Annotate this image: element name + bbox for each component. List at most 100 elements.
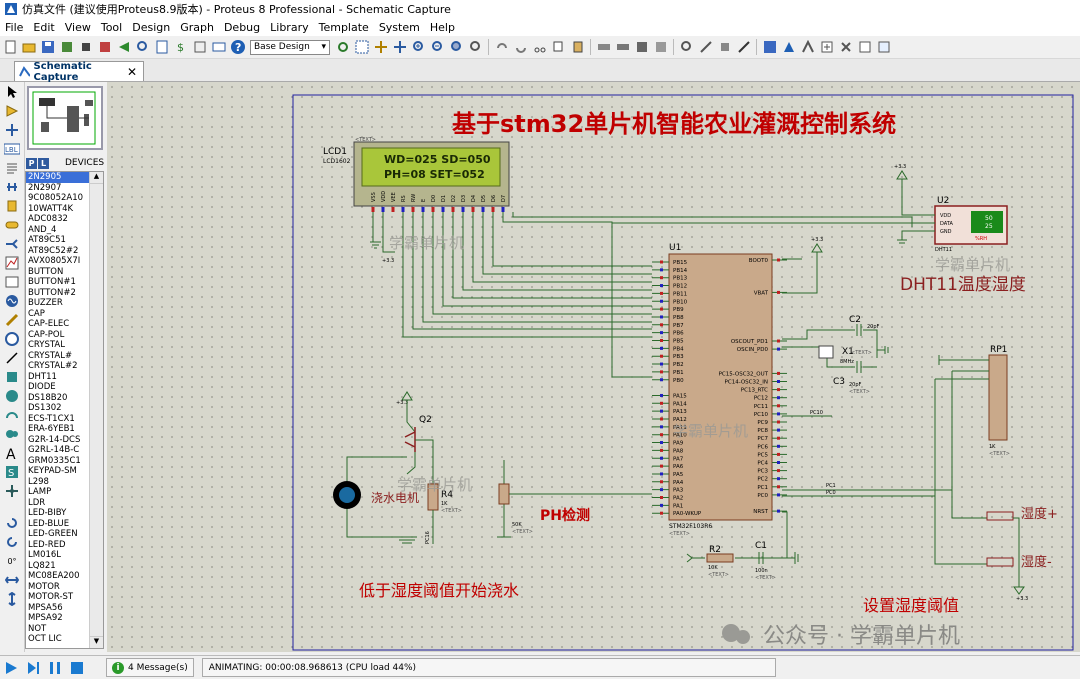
menu-graph[interactable]: Graph: [180, 20, 214, 34]
block-rotate-icon[interactable]: [633, 39, 650, 56]
device-list-item[interactable]: DIODE: [28, 382, 56, 392]
tab-schematic-capture[interactable]: Schematic Capture ✕: [14, 61, 144, 83]
search-tag-icon[interactable]: [780, 39, 797, 56]
device-list-item[interactable]: CRYSTAL#: [28, 350, 73, 361]
block-copy-icon[interactable]: [595, 39, 612, 56]
device-list-item[interactable]: ECS-T1CX1: [28, 413, 75, 424]
step-icon[interactable]: [24, 659, 42, 677]
menu-edit[interactable]: Edit: [33, 20, 55, 34]
report-icon[interactable]: [191, 39, 208, 56]
device-list-item[interactable]: 9C08052A10: [28, 193, 84, 203]
devices-scrollbar[interactable]: ▲ ▼: [89, 172, 103, 648]
decompose-icon[interactable]: [735, 39, 752, 56]
device-list-item[interactable]: LDR: [28, 497, 46, 508]
device-list-item[interactable]: LQ821: [28, 560, 56, 571]
copy-icon[interactable]: [550, 39, 567, 56]
help-icon[interactable]: ?: [229, 39, 246, 56]
device-list-item[interactable]: ERA-6YEB1: [28, 424, 75, 434]
symbol-mode-icon[interactable]: S: [2, 463, 22, 481]
new-file-icon[interactable]: [1, 39, 18, 56]
rotate-anticlockwise-icon[interactable]: [2, 533, 22, 551]
menu-file[interactable]: File: [5, 20, 24, 34]
refresh-icon[interactable]: [334, 39, 351, 56]
device-list-item[interactable]: ADC0832: [28, 214, 68, 224]
device-list-item[interactable]: 10WATT4K: [28, 203, 74, 214]
text-mode-icon[interactable]: A: [2, 444, 22, 462]
menu-system[interactable]: System: [378, 20, 420, 34]
device-list-item[interactable]: MOTOR: [28, 581, 60, 592]
device-list-item[interactable]: LM016L: [28, 550, 62, 560]
device-list-item[interactable]: MOTOR-ST: [28, 592, 74, 602]
device-list-item[interactable]: LED-RED: [28, 539, 66, 550]
mcu-component[interactable]: U1 PB15PB14PB13PB12PB11PB10PB9PB8PB7PB6P…: [652, 243, 787, 537]
component-mode-icon[interactable]: [2, 102, 22, 120]
device-list-item[interactable]: DS1302: [28, 403, 62, 413]
block-delete-icon[interactable]: [652, 39, 669, 56]
device-list-item[interactable]: LED-BLUE: [28, 518, 70, 529]
component-icon[interactable]: [77, 39, 94, 56]
line-mode-icon[interactable]: [2, 349, 22, 367]
device-list-item[interactable]: DHT11: [28, 371, 57, 382]
flip-vertical-icon[interactable]: [2, 590, 22, 608]
bus-mode-icon[interactable]: [2, 178, 22, 196]
device-list-item[interactable]: MPSA56: [28, 602, 63, 613]
generator-mode-icon[interactable]: [2, 292, 22, 310]
virtual-instrument-mode-icon[interactable]: [2, 330, 22, 348]
sheet-icon[interactable]: [875, 39, 892, 56]
menu-tool[interactable]: Tool: [100, 20, 123, 34]
pause-icon[interactable]: [46, 659, 64, 677]
grid-icon[interactable]: [210, 39, 227, 56]
selection-mode-icon[interactable]: [2, 83, 22, 101]
save-icon[interactable]: [39, 39, 56, 56]
circle-mode-icon[interactable]: [2, 387, 22, 405]
property-assign-icon[interactable]: [799, 39, 816, 56]
humidity-down-button[interactable]: 湿度-: [986, 554, 1052, 570]
scroll-up-icon[interactable]: ▲: [90, 172, 103, 184]
toggle-grid-icon[interactable]: [353, 39, 370, 56]
zoom-area-icon[interactable]: [467, 39, 484, 56]
package-tool-icon[interactable]: [716, 39, 733, 56]
device-list-item[interactable]: GRM0335C1: [28, 455, 81, 466]
device-list-item[interactable]: L298: [28, 476, 49, 487]
undo-icon[interactable]: [493, 39, 510, 56]
zoom-in-icon[interactable]: [410, 39, 427, 56]
path-mode-icon[interactable]: [2, 425, 22, 443]
import-icon[interactable]: [58, 39, 75, 56]
device-list-item[interactable]: LED-BIBY: [28, 508, 67, 518]
device-list-item[interactable]: LED-GREEN: [28, 529, 78, 539]
motor-driver-circuit[interactable]: +3.3 Q2 R4 1K <TEXT> PC16 浇水电机: [333, 391, 462, 544]
device-list-item[interactable]: BUTTON#2: [28, 287, 76, 298]
wire-label-mode-icon[interactable]: LBL: [2, 140, 22, 158]
device-list-item[interactable]: CAP-ELEC: [28, 319, 70, 329]
menu-help[interactable]: Help: [429, 20, 455, 34]
tape-recorder-mode-icon[interactable]: [2, 273, 22, 291]
rotation-angle-field[interactable]: 0°: [7, 556, 17, 566]
device-list-item[interactable]: G2RL-14B-C: [28, 445, 80, 455]
messages-indicator[interactable]: i 4 Message(s): [106, 658, 194, 677]
device-list-item[interactable]: AT89C52#2: [28, 245, 79, 256]
schematic-editor[interactable]: 基于stm32单片机智能农业灌溉控制系统 LCD1 LCD1602 <TEXT>…: [107, 82, 1080, 652]
redo-icon[interactable]: [512, 39, 529, 56]
back-icon[interactable]: [115, 39, 132, 56]
flip-horizontal-icon[interactable]: [2, 571, 22, 589]
device-list-item[interactable]: LAMP: [28, 487, 52, 497]
crystal-circuit[interactable]: X1 8MHz <TEXT> C2 20pF C3 20pF <TEXT>: [782, 315, 889, 395]
paste-icon[interactable]: [569, 39, 586, 56]
pick-devices-button[interactable]: P: [26, 157, 37, 169]
device-list-item[interactable]: 2N2905: [26, 172, 92, 183]
bom-icon[interactable]: [153, 39, 170, 56]
graph-mode-icon[interactable]: [2, 254, 22, 272]
pick-device-icon[interactable]: [678, 39, 695, 56]
zoom-all-icon[interactable]: [448, 39, 465, 56]
zoom-fit-icon[interactable]: [134, 39, 151, 56]
remove-sheet-icon[interactable]: [837, 39, 854, 56]
device-list-item[interactable]: 2N2907: [28, 182, 62, 193]
dollar-icon[interactable]: $: [172, 39, 189, 56]
device-pins-mode-icon[interactable]: [2, 235, 22, 253]
rotate-clockwise-icon[interactable]: [2, 514, 22, 532]
layer-select[interactable]: Base Design▾: [250, 39, 330, 55]
device-list-item[interactable]: OCT LIC: [28, 634, 62, 644]
device-list-item[interactable]: BUZZER: [28, 298, 63, 308]
device-list-item[interactable]: NOT: [28, 623, 47, 634]
